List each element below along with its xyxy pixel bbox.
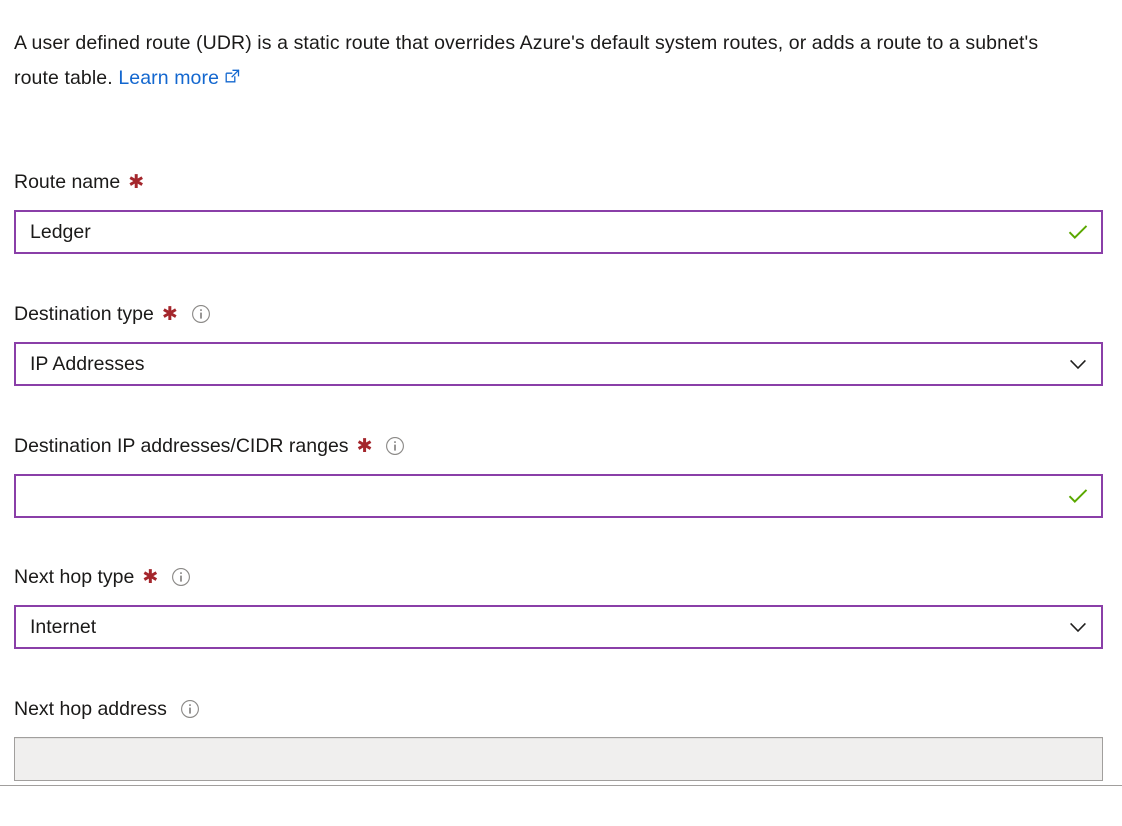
route-name-input[interactable] xyxy=(16,212,1055,252)
required-asterisk: ✱ xyxy=(356,435,373,457)
label-next-hop-type-text: Next hop type xyxy=(14,566,135,588)
learn-more-label: Learn more xyxy=(118,67,220,89)
next-hop-address-control xyxy=(14,737,1103,781)
info-icon[interactable] xyxy=(385,436,405,456)
next-hop-type-control[interactable] xyxy=(14,605,1103,649)
destination-ips-control[interactable] xyxy=(14,474,1103,518)
panel-divider xyxy=(0,785,1122,786)
info-icon[interactable] xyxy=(191,304,211,324)
valid-check-icon xyxy=(1055,476,1101,516)
form-description: A user defined route (UDR) is a static r… xyxy=(14,26,1084,97)
valid-check-icon xyxy=(1055,212,1101,252)
required-asterisk: ✱ xyxy=(161,303,178,325)
chevron-down-icon[interactable] xyxy=(1055,607,1101,647)
label-route-name-text: Route name xyxy=(14,171,121,193)
learn-more-link[interactable]: Learn more xyxy=(118,67,241,89)
label-next-hop-address: Next hop address xyxy=(14,695,1103,723)
label-destination-type: Destination type ✱ xyxy=(14,300,1103,328)
field-next-hop-type: Next hop type ✱ xyxy=(14,563,1103,649)
route-name-control[interactable] xyxy=(14,210,1103,254)
label-destination-type-text: Destination type xyxy=(14,303,154,325)
field-next-hop-address: Next hop address xyxy=(14,695,1103,781)
destination-type-control[interactable] xyxy=(14,342,1103,386)
field-destination-ips: Destination IP addresses/CIDR ranges ✱ xyxy=(14,432,1103,518)
label-next-hop-type: Next hop type ✱ xyxy=(14,563,1103,591)
info-icon[interactable] xyxy=(171,567,191,587)
chevron-down-icon[interactable] xyxy=(1055,344,1101,384)
required-asterisk: ✱ xyxy=(142,566,159,588)
field-destination-type: Destination type ✱ xyxy=(14,300,1103,386)
label-destination-ips: Destination IP addresses/CIDR ranges ✱ xyxy=(14,432,1103,460)
next-hop-type-input[interactable] xyxy=(16,607,1055,647)
form-description-text: A user defined route (UDR) is a static r… xyxy=(14,32,1039,89)
required-asterisk: ✱ xyxy=(128,171,145,193)
info-icon[interactable] xyxy=(180,699,200,719)
field-route-name: Route name ✱ xyxy=(14,168,1103,254)
label-next-hop-address-text: Next hop address xyxy=(14,698,167,720)
destination-type-input[interactable] xyxy=(16,344,1055,384)
next-hop-address-input xyxy=(15,738,1102,780)
destination-ips-input[interactable] xyxy=(16,476,1055,516)
label-route-name: Route name ✱ xyxy=(14,168,1103,196)
label-destination-ips-text: Destination IP addresses/CIDR ranges xyxy=(14,435,349,457)
external-link-icon xyxy=(224,62,241,97)
